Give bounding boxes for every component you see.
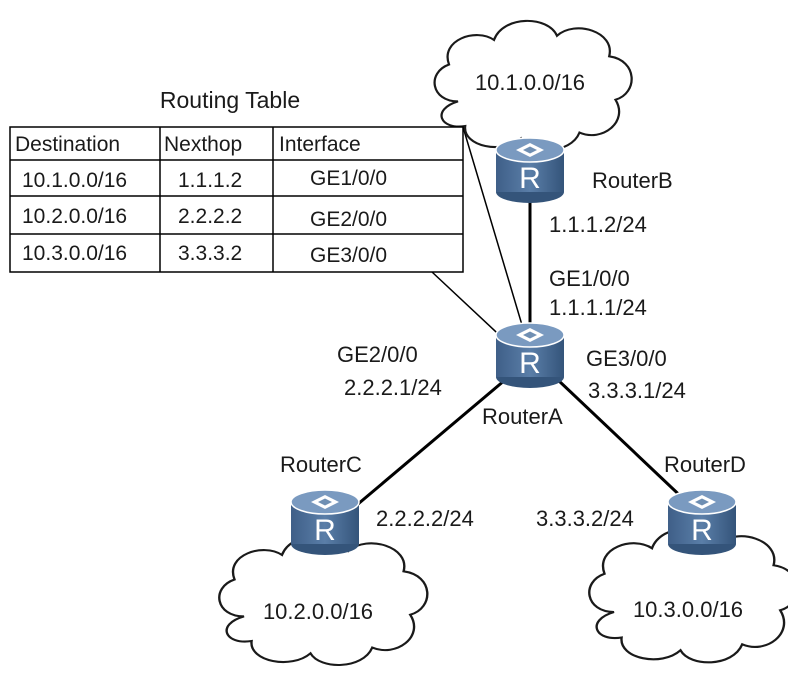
table-cell: 1.1.1.2 xyxy=(178,169,242,192)
router-c-ip: 2.2.2.2/24 xyxy=(376,506,474,531)
routing-table-title: Routing Table xyxy=(160,87,300,113)
table-cell: 2.2.2.2 xyxy=(178,205,242,228)
svg-text:R: R xyxy=(519,162,541,195)
svg-text:R: R xyxy=(519,347,541,380)
router-d-label: RouterD xyxy=(664,452,746,477)
router-a-ge1-label: GE1/0/0 xyxy=(549,266,630,291)
router-a-ge3-ip: 3.3.3.1/24 xyxy=(588,378,686,403)
router-b-ip: 1.1.1.2/24 xyxy=(549,212,647,237)
table-cell: 10.3.0.0/16 xyxy=(22,242,127,265)
router-c-label: RouterC xyxy=(280,452,362,477)
router-b-label: RouterB xyxy=(592,168,673,193)
network-label-b: 10.1.0.0/16 xyxy=(475,70,585,95)
table-cell: GE2/0/0 xyxy=(310,208,387,231)
network-label-c: 10.2.0.0/16 xyxy=(263,599,373,624)
link-a-c xyxy=(344,378,506,517)
network-label-d: 10.3.0.0/16 xyxy=(633,597,743,622)
router-d-icon[interactable]: R xyxy=(667,489,737,555)
routing-table: Destination Nexthop Interface 10.1.0.0/1… xyxy=(9,126,464,273)
table-header-interface: Interface xyxy=(279,133,361,156)
svg-text:R: R xyxy=(314,514,336,547)
table-cell: GE1/0/0 xyxy=(310,167,387,190)
table-header-nexthop: Nexthop xyxy=(164,133,242,156)
router-b-icon[interactable]: R xyxy=(495,137,565,203)
router-d-ip: 3.3.3.2/24 xyxy=(536,506,634,531)
router-a-ge2-label: GE2/0/0 xyxy=(337,342,418,367)
router-a-icon[interactable]: R xyxy=(495,322,565,388)
table-cell: 3.3.3.2 xyxy=(178,242,242,265)
router-a-label: RouterA xyxy=(482,404,563,429)
table-cell: 10.2.0.0/16 xyxy=(22,205,127,228)
link-a-d xyxy=(556,378,692,507)
router-a-ge2-ip: 2.2.2.1/24 xyxy=(344,375,442,400)
router-a-ge3-label: GE3/0/0 xyxy=(586,346,667,371)
svg-text:R: R xyxy=(691,514,713,547)
table-cell: GE3/0/0 xyxy=(310,244,387,267)
router-c-icon[interactable]: R xyxy=(290,489,360,555)
table-header-destination: Destination xyxy=(15,133,120,156)
table-cell: 10.1.0.0/16 xyxy=(22,169,127,192)
router-a-ge1-ip: 1.1.1.1/24 xyxy=(549,295,647,320)
